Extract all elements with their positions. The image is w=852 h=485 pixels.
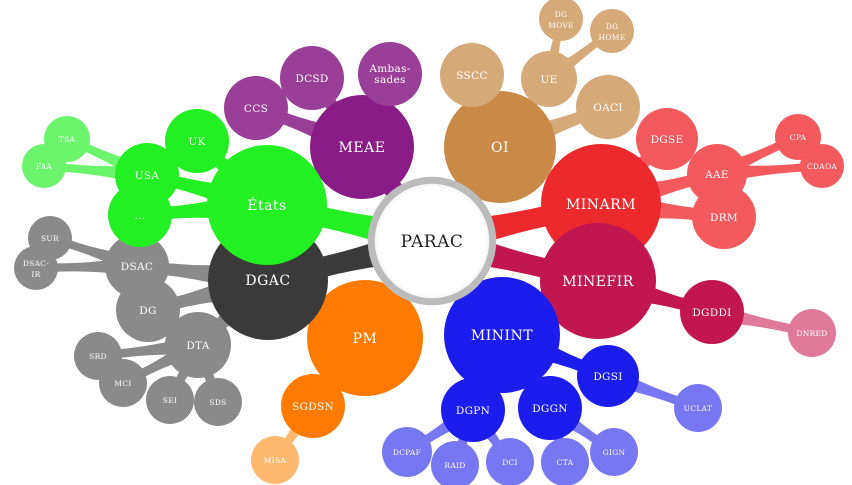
node-circle-dci (486, 438, 534, 485)
node-circle-minint (444, 277, 560, 393)
node-dsac-ir: DSAC-IR (14, 246, 58, 290)
node-circle-sgdsn (281, 374, 345, 438)
node-circle-dgpn (441, 378, 505, 442)
node-circle-sscc (440, 43, 504, 107)
node-circle-ue (521, 51, 577, 107)
node-dgsi: DGSI (577, 345, 639, 407)
node-circle-uclat (674, 384, 722, 432)
node-circle-sei (146, 376, 194, 424)
node-root: PARAC (367, 176, 497, 306)
node-circle-meae (310, 95, 414, 199)
node-circle-faa (22, 144, 66, 188)
node-circle-mci (99, 359, 147, 407)
node-circle-misa (251, 436, 299, 484)
node-circle-dgddi (680, 280, 744, 344)
node-cta: CTA (541, 438, 589, 485)
node-uclat: UCLAT (674, 384, 722, 432)
node-gign: GIGN (590, 428, 638, 476)
node-circle-sds (194, 378, 242, 426)
node-dcsd: DCSD (280, 46, 344, 110)
node-dggn: DGGN (518, 376, 582, 440)
node-dta: DTA (165, 312, 231, 378)
node-circle-dsac-ir (14, 246, 58, 290)
node-raid: RAID (431, 441, 479, 485)
node-mci: MCI (99, 359, 147, 407)
node-meae: MEAE (310, 95, 414, 199)
node-circle-drm (692, 185, 756, 249)
node-circle-dgse (636, 108, 698, 170)
node-etats: États (207, 145, 327, 265)
node-circle-dg-move (539, 0, 583, 41)
node-circle-oaci (576, 75, 640, 139)
node-faa: FAA (22, 144, 66, 188)
node-sds: SDS (194, 378, 242, 426)
node-circle-cdaoa (800, 144, 844, 188)
node-circle-raid (431, 441, 479, 485)
node-etats-more: ... (108, 183, 172, 247)
node-dci: DCI (486, 438, 534, 485)
node-dgddi: DGDDI (680, 280, 744, 344)
node-sscc: SSCC (440, 43, 504, 107)
node-circle-ccs (224, 76, 288, 140)
node-oaci: OACI (576, 75, 640, 139)
node-ue: UE (521, 51, 577, 107)
node-circle-dg (116, 278, 180, 342)
node-circle-ambassades (358, 42, 422, 106)
node-circle-pm (307, 280, 423, 396)
node-circle-dcpaf (382, 427, 432, 477)
node-dcpaf: DCPAF (382, 427, 432, 477)
node-circle-oi (444, 91, 556, 203)
node-ccs: CCS (224, 76, 288, 140)
node-circle-gign (590, 428, 638, 476)
node-sei: SEI (146, 376, 194, 424)
root-inner-circle (378, 187, 486, 295)
node-dgpn: DGPN (441, 378, 505, 442)
node-circle-etats-more (108, 183, 172, 247)
node-circle-dggn (518, 376, 582, 440)
node-circle-minefir (540, 223, 656, 339)
node-cdaoa: CDAOA (800, 144, 844, 188)
node-circle-dta (165, 312, 231, 378)
node-circle-dgsi (577, 345, 639, 407)
node-ambassades: Ambas-sades (358, 42, 422, 106)
node-dgse: DGSE (636, 108, 698, 170)
node-sgdsn: SGDSN (281, 374, 345, 438)
node-drm: DRM (692, 185, 756, 249)
node-circle-etats (207, 145, 327, 265)
node-circle-dg-home (590, 9, 634, 53)
node-dnred: DNRED (788, 309, 836, 357)
node-circle-dnred (788, 309, 836, 357)
node-circle-uk (165, 109, 229, 173)
node-circle-cta (541, 438, 589, 485)
node-misa: MISA (251, 436, 299, 484)
node-circle-dcsd (280, 46, 344, 110)
